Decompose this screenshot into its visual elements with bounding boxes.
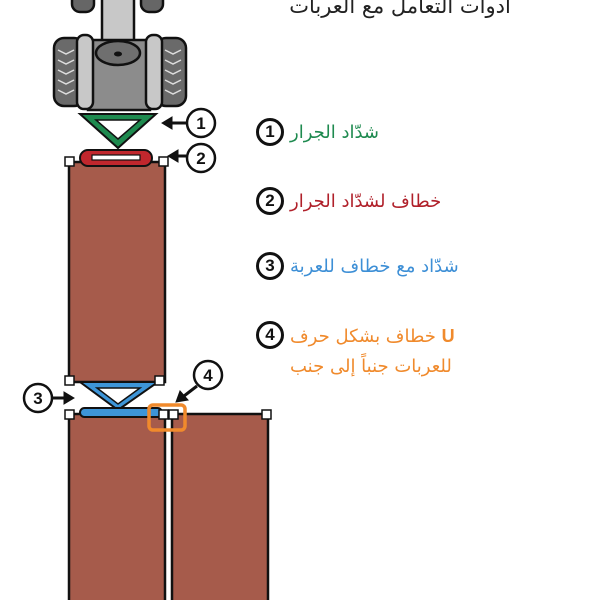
callouts <box>22 107 224 414</box>
diagram-title: أدوات التعامل مع العربات <box>289 0 511 18</box>
legend-text-block: U خطاف بشكل حرف للعربات جنباً إلى جنب <box>290 321 455 382</box>
callout-4-label: 4 <box>203 366 213 385</box>
legend-text: خطاف لشدّاد الجرار <box>290 191 442 212</box>
tractor-front-wheel-right <box>139 0 165 14</box>
tractor-fender-right <box>144 33 164 111</box>
legend-text: شدّاد الجرار <box>290 122 379 143</box>
callout-3-label: 3 <box>33 389 42 408</box>
wagon-front <box>67 160 167 384</box>
callout-4 <box>192 359 224 391</box>
callout-2-label: 2 <box>196 149 205 168</box>
legend-text-line2: للعربات جنباً إلى جنب <box>290 356 452 377</box>
tractor <box>52 0 188 112</box>
callout-3 <box>22 382 54 414</box>
tractor-fender-left <box>75 33 95 111</box>
legend-number: 3 <box>256 252 284 280</box>
tractor-front-wheel-left <box>70 0 96 14</box>
legend-item-3: 3 شدّاد مع خطاف للعربة <box>256 252 459 282</box>
legend-number: 2 <box>256 187 284 215</box>
wagon-rear-right <box>170 412 270 600</box>
callout-1 <box>185 107 217 139</box>
legend-text: خطاف بشكل حرف <box>290 326 436 347</box>
tractor-hood <box>100 0 136 47</box>
legend-number: 1 <box>256 118 284 146</box>
callout-1-label: 1 <box>196 114 205 133</box>
corner-markers <box>64 156 272 420</box>
legend-number: 4 <box>256 321 284 349</box>
callout-2 <box>185 142 217 174</box>
legend-item-4: 4 U خطاف بشكل حرف للعربات جنباً إلى جنب <box>256 321 455 382</box>
legend-item-1: 1 شدّاد الجرار <box>256 118 379 148</box>
legend-letter: U <box>441 326 455 346</box>
wagon-rear-left <box>67 412 167 600</box>
legend-text: شدّاد مع خطاف للعربة <box>290 256 459 277</box>
u-hook <box>147 403 187 432</box>
legend-item-2: 2 خطاف لشدّاد الجرار <box>256 187 441 217</box>
